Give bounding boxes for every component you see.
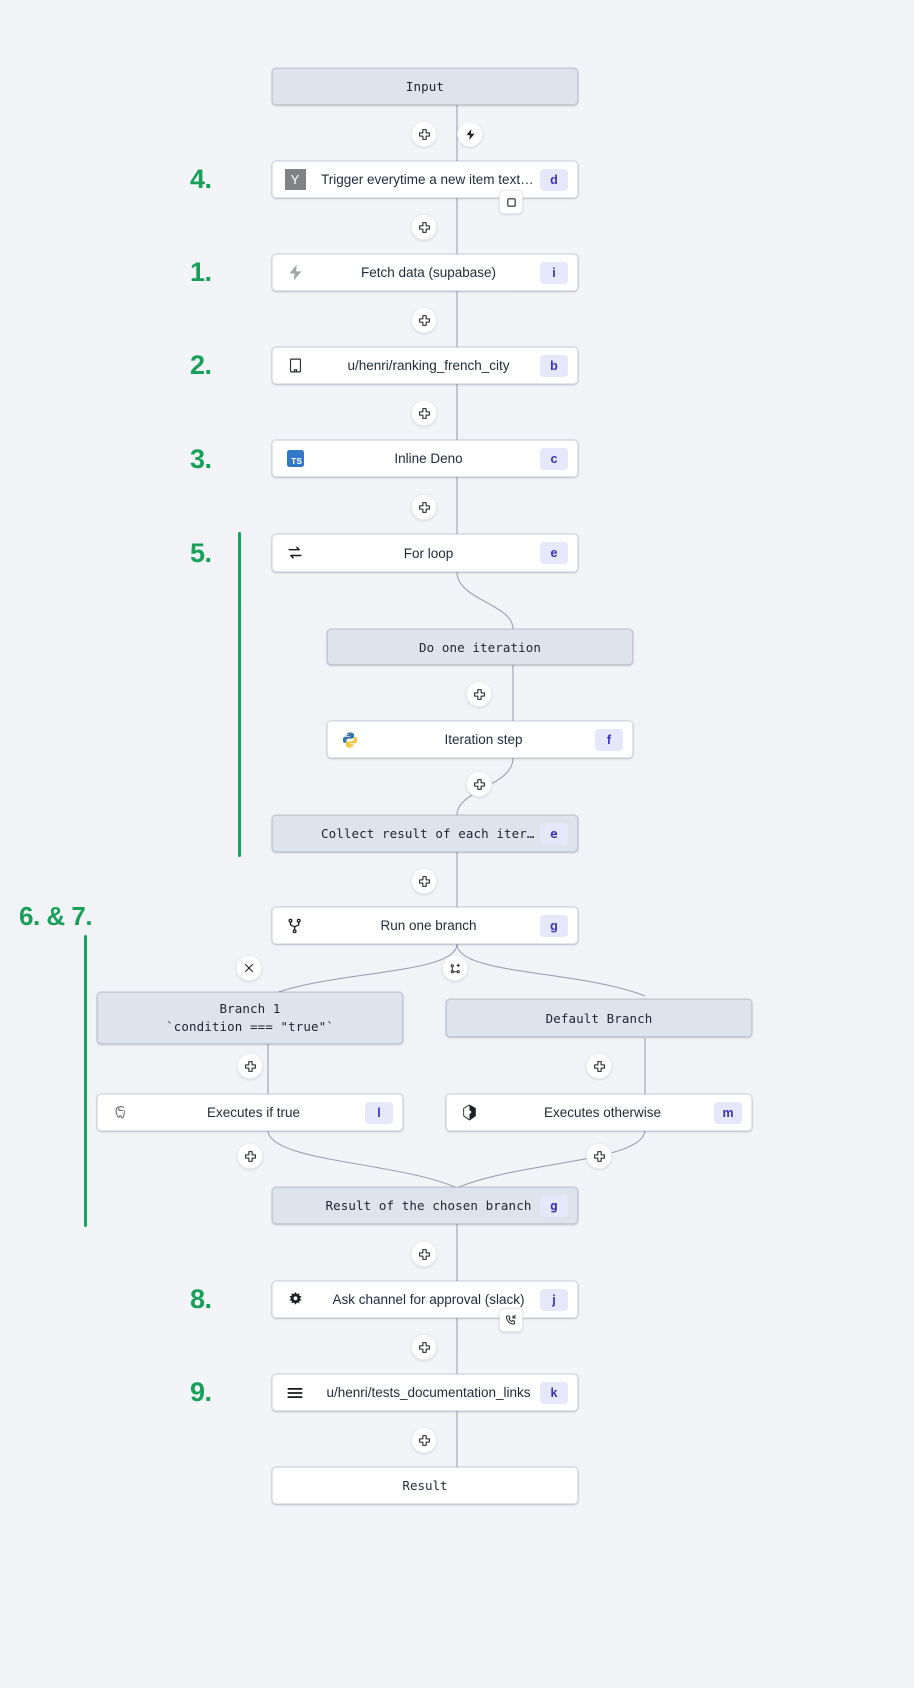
slack-gear-icon	[273, 1282, 317, 1317]
step-number-9: 9.	[190, 1377, 212, 1407]
add-step-button[interactable]	[237, 1053, 263, 1079]
y-badge-icon: Y	[273, 162, 317, 197]
node-result-chosen-branch[interactable]: Result of the chosen branch g	[272, 1187, 578, 1224]
node-run-one-branch[interactable]: Run one branch g	[272, 907, 578, 944]
typescript-icon: TS	[273, 441, 317, 476]
add-step-button[interactable]	[586, 1143, 612, 1169]
add-step-button[interactable]	[411, 1427, 437, 1453]
branch-icon	[273, 908, 317, 943]
node-do-one-iteration[interactable]: Do one iteration	[327, 629, 633, 665]
node-trigger-tag: d	[540, 168, 568, 191]
node-result[interactable]: Result	[272, 1467, 578, 1504]
node-collect-result-tag: e	[540, 822, 568, 845]
node-ranking-french-city-label: u/henri/ranking_french_city	[347, 358, 510, 373]
loop-icon	[273, 535, 317, 571]
node-executes-if-true-tag: l	[365, 1101, 393, 1124]
add-step-button[interactable]	[466, 681, 492, 707]
node-fetch-data-label: Fetch data (supabase)	[360, 265, 497, 280]
add-step-button[interactable]	[411, 307, 437, 333]
node-ranking-french-city[interactable]: u/henri/ranking_french_city b	[272, 347, 578, 384]
node-inline-deno-tag: c	[540, 447, 568, 470]
node-ranking-french-city-tag: b	[540, 354, 568, 377]
add-step-button[interactable]	[411, 868, 437, 894]
node-fetch-data[interactable]: Fetch data (supabase) i	[272, 254, 578, 291]
node-result-chosen-branch-label: Result of the chosen branch	[325, 1198, 532, 1213]
phone-incoming-icon[interactable]	[499, 1308, 523, 1332]
node-tests-documentation-links-tag: k	[540, 1381, 568, 1404]
add-step-button[interactable]	[411, 494, 437, 520]
add-step-button[interactable]	[466, 771, 492, 797]
node-ask-channel-approval-label: Ask channel for approval (slack)	[332, 1292, 525, 1307]
loop-scope-bar	[238, 532, 241, 857]
add-step-button[interactable]	[411, 1334, 437, 1360]
node-fetch-data-tag: i	[540, 261, 568, 284]
node-default-branch[interactable]: Default Branch	[446, 999, 752, 1037]
add-step-button[interactable]	[237, 1143, 263, 1169]
add-step-button[interactable]	[411, 121, 437, 147]
add-step-button[interactable]	[411, 400, 437, 426]
node-ask-channel-approval-tag: j	[540, 1288, 568, 1311]
node-input[interactable]: Input	[272, 68, 578, 105]
node-result-label: Result	[402, 1478, 448, 1493]
node-branch-1-title: Branch 1	[219, 1000, 281, 1016]
checkbox-icon[interactable]	[499, 190, 523, 214]
node-executes-if-true-label: Executes if true	[206, 1105, 301, 1120]
node-iteration-step[interactable]: Iteration step f	[327, 721, 633, 758]
node-tests-documentation-links-label: u/henri/tests_documentation_links	[326, 1385, 531, 1400]
node-for-loop[interactable]: For loop e	[272, 534, 578, 572]
node-for-loop-label: For loop	[403, 545, 454, 561]
step-number-6-and-7: 6. & 7.	[19, 901, 93, 931]
step-number-5: 5.	[190, 538, 212, 568]
node-run-one-branch-tag: g	[540, 914, 568, 937]
node-trigger[interactable]: Y Trigger everytime a new item text o… d	[272, 161, 578, 198]
building-icon	[273, 348, 317, 383]
deno-icon	[447, 1095, 491, 1130]
step-number-3: 3.	[190, 444, 212, 474]
step-number-4: 4.	[190, 164, 212, 194]
node-inline-deno[interactable]: TS Inline Deno c	[272, 440, 578, 477]
postgres-icon	[98, 1095, 142, 1130]
node-executes-otherwise-label: Executes otherwise	[543, 1105, 662, 1120]
node-executes-if-true[interactable]: Executes if true l	[97, 1094, 403, 1131]
step-number-8: 8.	[190, 1284, 212, 1314]
node-branch-1-condition: `condition === "true"`	[166, 1019, 334, 1034]
node-run-one-branch-label: Run one branch	[380, 918, 477, 933]
node-for-loop-tag: e	[540, 542, 568, 564]
bolt-grey-icon	[273, 255, 317, 290]
branch-scope-bar	[84, 935, 87, 1227]
node-result-chosen-branch-tag: g	[540, 1194, 568, 1217]
add-step-button[interactable]	[586, 1053, 612, 1079]
node-collect-result[interactable]: Collect result of each iteration e	[272, 815, 578, 852]
step-number-2: 2.	[190, 350, 212, 380]
node-tests-documentation-links[interactable]: u/henri/tests_documentation_links k	[272, 1374, 578, 1411]
node-branch-1[interactable]: Branch 1 `condition === "true"`	[97, 992, 403, 1044]
step-number-1: 1.	[190, 257, 212, 287]
python-icon	[328, 722, 372, 757]
node-ask-channel-approval[interactable]: Ask channel for approval (slack) j	[272, 1281, 578, 1318]
node-trigger-label: Trigger everytime a new item text o…	[321, 172, 540, 187]
node-executes-otherwise-tag: m	[714, 1101, 742, 1124]
node-iteration-step-tag: f	[595, 728, 623, 751]
add-step-button[interactable]	[411, 1241, 437, 1267]
close-icon[interactable]	[236, 955, 262, 981]
node-do-one-iteration-label: Do one iteration	[418, 639, 541, 655]
add-trigger-button[interactable]	[457, 121, 483, 147]
hamburger-icon	[273, 1375, 317, 1410]
branch-add-icon[interactable]	[442, 955, 468, 981]
node-collect-result-label: Collect result of each iteration	[321, 826, 540, 841]
node-inline-deno-label: Inline Deno	[394, 451, 463, 466]
add-step-button[interactable]	[411, 214, 437, 240]
node-input-label: Input	[405, 79, 445, 94]
node-executes-otherwise[interactable]: Executes otherwise m	[446, 1094, 752, 1131]
node-default-branch-label: Default Branch	[545, 1010, 653, 1026]
node-iteration-step-label: Iteration step	[444, 732, 523, 747]
